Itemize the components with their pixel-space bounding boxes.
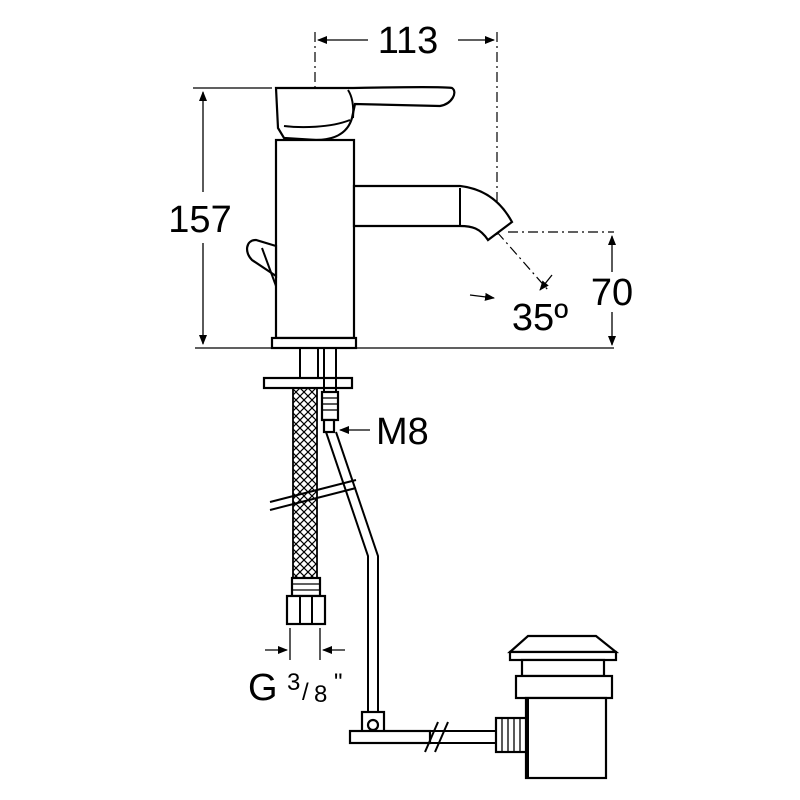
width-dimension: 113: [314, 20, 498, 235]
fraction-slash: /: [302, 679, 309, 706]
spout-height-dimension: 70: [508, 231, 633, 346]
height-label: 157: [168, 199, 231, 241]
connection-numerator: 3: [287, 669, 300, 696]
drain-valve: [494, 634, 620, 780]
angle-dimension: 35º: [469, 231, 568, 339]
angle-label: 35º: [512, 297, 568, 339]
faucet-body: [246, 86, 514, 350]
mounting-hardware: [262, 348, 354, 434]
height-dimension: 157: [168, 87, 272, 345]
connection-unit: ": [334, 669, 343, 696]
connection-prefix: G: [248, 667, 278, 709]
thread-callout: M8: [339, 411, 429, 453]
connection-dimension: G 3 / 8 ": [248, 628, 345, 709]
popup-rod: [325, 431, 500, 753]
width-label: 113: [378, 20, 439, 62]
spout-height-label: 70: [591, 272, 633, 314]
flexible-hose: [269, 387, 357, 626]
connection-denominator: 8: [314, 681, 327, 708]
thread-label: M8: [376, 411, 429, 453]
